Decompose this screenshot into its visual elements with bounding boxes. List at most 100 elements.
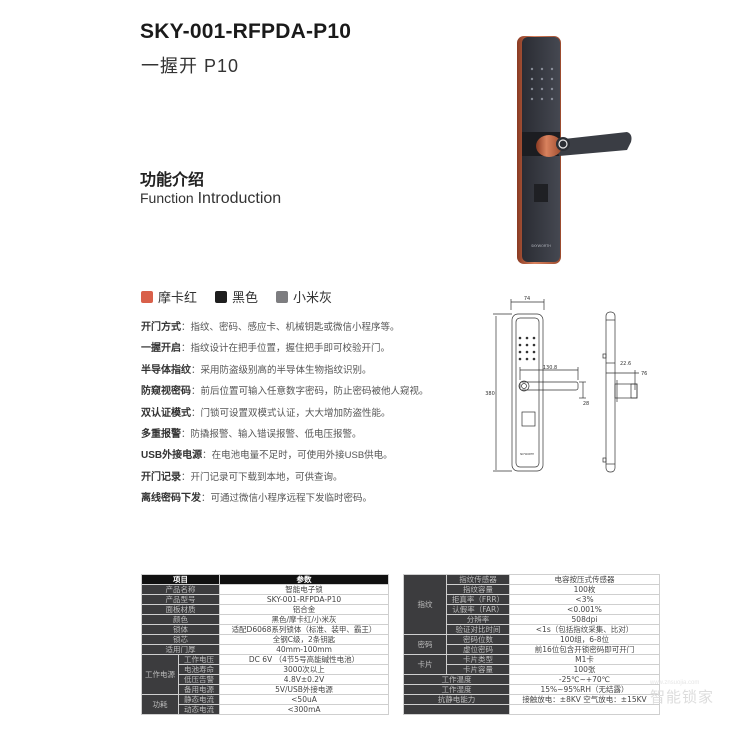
feature-item: 双认证模式：门锁可设置双模式认证，大大增加防盗性能。 bbox=[141, 408, 461, 429]
color-option-gray: 小米灰 bbox=[276, 287, 332, 306]
feature-item: 一握开启：指纹设计在把手位置，握住把手即可校验开门。 bbox=[141, 343, 461, 364]
table-row: 抗静电能力接触放电：±8KV 空气放电：±15KV bbox=[403, 694, 660, 705]
feature-text: ：可通过微信小程序远程下发临时密码。 bbox=[201, 493, 373, 505]
row-value bbox=[509, 704, 660, 715]
section-title-en-small: Function bbox=[140, 190, 194, 206]
svg-text:28: 28 bbox=[583, 401, 589, 407]
color-label: 摩卡红 bbox=[158, 290, 198, 305]
table-row: 锁体适配D6068系列锁体（标准、装甲、霸王） bbox=[141, 624, 389, 635]
group-label: 指纹 bbox=[403, 574, 447, 635]
row-value: -25℃~+70℃ bbox=[509, 674, 660, 685]
row-label: 适用门厚 bbox=[141, 644, 220, 655]
feature-key: 离线密码下发 bbox=[141, 493, 201, 505]
table-row: 指纹指纹传感器电容按压式传感器 bbox=[403, 574, 660, 635]
row-value: 全钢C级，2条钥匙 bbox=[219, 634, 389, 645]
svg-text:76: 76 bbox=[641, 371, 647, 377]
feature-item: 开门记录：开门记录可下载到本地，可供查询。 bbox=[141, 472, 461, 493]
svg-text:SKYWORTH: SKYWORTH bbox=[531, 244, 551, 248]
row-label: 分辨率 bbox=[446, 614, 510, 625]
feature-item: 开门方式：指纹、密码、感应卡、机械钥匙或微信小程序等。 bbox=[141, 322, 461, 343]
row-label: 产品名称 bbox=[141, 584, 220, 595]
row-value: 3000次以上 bbox=[219, 664, 389, 675]
row-label: 卡片容量 bbox=[446, 664, 510, 675]
row-value: 适配D6068系列锁体（标准、装甲、霸王） bbox=[219, 624, 389, 635]
row-value: <0.001% bbox=[509, 604, 660, 615]
group-label: 功耗 bbox=[141, 694, 179, 715]
row-value: <3% bbox=[509, 594, 660, 605]
feature-key: 防窥视密码 bbox=[141, 386, 191, 398]
row-label: 密码位数 bbox=[446, 634, 510, 645]
table-row: 功耗静态电流<50uA bbox=[141, 694, 389, 715]
row-label: 锁芯 bbox=[141, 634, 220, 645]
dimension-drawing: 74 380 130.8 28 SKYWORTH 22.6 76 bbox=[485, 296, 647, 473]
row-label: 抗静电能力 bbox=[403, 694, 510, 705]
feature-text: ：指纹设计在把手位置，握住把手即可校验开门。 bbox=[181, 343, 391, 355]
color-option-mocha-red: 摩卡红 bbox=[141, 287, 197, 306]
row-value: DC 6V （4节5号高能碱性电池） bbox=[219, 654, 389, 665]
swatch-black bbox=[215, 290, 228, 303]
row-value: 铝合金 bbox=[219, 604, 389, 615]
row-value: 100组，6-8位 bbox=[509, 634, 660, 645]
feature-item: 离线密码下发：可通过微信小程序远程下发临时密码。 bbox=[141, 493, 461, 514]
row-value: 508dpi bbox=[509, 614, 660, 625]
header-cell: 参数 bbox=[219, 574, 389, 585]
header-cell: 项目 bbox=[141, 574, 220, 585]
feature-key: 开门方式 bbox=[141, 322, 181, 333]
feature-item: 多重报警：防撬报警、输入错误报警、低电压报警。 bbox=[141, 429, 461, 450]
row-value: 15%~95%RH（无结露） bbox=[509, 684, 660, 695]
feature-key: 多重报警 bbox=[141, 428, 181, 440]
feature-text: ：在电池电量不足时，可使用外接USB供电。 bbox=[202, 450, 393, 462]
row-value: 前16位包含开锁密码即可开门 bbox=[509, 644, 660, 655]
row-value: 100枚 bbox=[509, 584, 660, 595]
row-label: 指纹容量 bbox=[446, 584, 510, 595]
feature-text: ：指纹、密码、感应卡、机械钥匙或微信小程序等。 bbox=[181, 322, 400, 333]
table-row: 产品名称智能电子锁 bbox=[141, 584, 389, 595]
row-value: <1s（包括指纹采集、比对） bbox=[509, 624, 660, 635]
feature-key: 双认证模式 bbox=[141, 407, 191, 419]
row-label: 面板材质 bbox=[141, 604, 220, 615]
section-title-cn: 功能介绍 bbox=[140, 172, 205, 189]
table-row: 锁芯全钢C级，2条钥匙 bbox=[141, 634, 389, 645]
row-label: 指纹传感器 bbox=[446, 574, 510, 585]
model-subtitle: 一握开 P10 bbox=[141, 56, 240, 76]
color-option-black: 黑色 bbox=[215, 287, 258, 306]
feature-key: 开门记录 bbox=[141, 471, 181, 483]
watermark: www.znsuojia.com 智能锁家 bbox=[650, 680, 714, 707]
feature-key: USB外接电源 bbox=[141, 450, 203, 462]
row-label: 电池寿命 bbox=[178, 664, 220, 675]
svg-text:380: 380 bbox=[485, 391, 495, 397]
row-label: 产品型号 bbox=[141, 594, 220, 605]
group-label: 工作电源 bbox=[141, 654, 179, 695]
row-label: 动态电流 bbox=[178, 704, 220, 715]
row-value: 黑色/摩卡红/小米灰 bbox=[219, 614, 389, 625]
row-value: M1卡 bbox=[509, 654, 660, 665]
group-label: 卡片 bbox=[403, 654, 447, 675]
row-value: 电容按压式传感器 bbox=[509, 574, 660, 585]
svg-text:22.6: 22.6 bbox=[620, 361, 631, 367]
svg-text:74: 74 bbox=[524, 296, 530, 302]
row-label: 工作电压 bbox=[178, 654, 220, 665]
swatch-mocha-red bbox=[141, 290, 153, 303]
color-options: 摩卡红 黑色 小米灰 bbox=[141, 287, 346, 306]
row-value: 5V/USB外接电源 bbox=[219, 684, 389, 695]
svg-text:SKYWORTH: SKYWORTH bbox=[520, 452, 534, 456]
feature-text: ：采用防盗级别高的半导体生物指纹识别。 bbox=[191, 364, 372, 376]
row-label: 虚位密码 bbox=[446, 644, 510, 655]
row-label: 工作湿度 bbox=[403, 684, 510, 695]
feature-key: 一握开启 bbox=[141, 343, 181, 355]
row-value: <300mA bbox=[219, 704, 389, 715]
row-label bbox=[403, 704, 510, 715]
row-value: 40mm-100mm bbox=[219, 644, 389, 655]
feature-list: 开门方式：指纹、密码、感应卡、机械钥匙或微信小程序等。 一握开启：指纹设计在把手… bbox=[141, 322, 461, 515]
section-title-en: Function Introduction bbox=[140, 190, 281, 208]
table-row: 工作温度-25℃~+70℃ bbox=[403, 674, 660, 685]
table-row: 动态电流<300mA bbox=[142, 704, 389, 715]
